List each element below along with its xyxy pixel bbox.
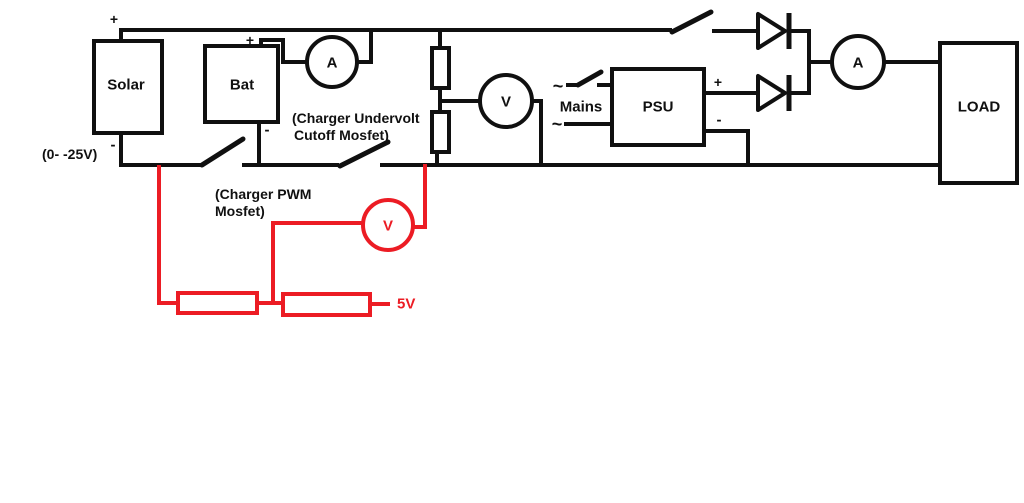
psu-negative-wire	[704, 129, 750, 165]
pwm-sense-wire	[271, 221, 364, 305]
psu-minus-label: -	[717, 112, 722, 129]
battery-plus-label: +	[246, 32, 254, 48]
divider-voltmeter	[478, 73, 534, 129]
pwm-annotation-line1: (Charger PWM	[215, 186, 311, 202]
undervolt-annotation-line2: Cutoff Mosfet)	[294, 127, 389, 143]
solar-box	[92, 39, 164, 135]
battery-ammeter-output-wire	[356, 30, 373, 64]
voltmeter-return-wire	[531, 99, 543, 165]
battery-ammeter-label: A	[327, 55, 338, 72]
pwm-ground-wire	[157, 165, 180, 305]
load-ammeter-label: A	[853, 55, 864, 72]
output-switch-blade	[669, 9, 714, 35]
charger-pwm-mosfet-switch-blade	[199, 136, 246, 168]
divider-resistor-top	[430, 46, 451, 90]
battery-diode	[756, 12, 787, 50]
battery-minus-label: -	[265, 122, 270, 139]
battery-box	[203, 44, 280, 124]
psu-box	[610, 67, 706, 147]
charger-undervolt-switch-blade	[337, 139, 391, 169]
mains-switch-blade	[575, 69, 604, 88]
solar-label: Solar	[107, 77, 145, 94]
undervolt-annotation-line1: (Charger Undervolt	[292, 110, 420, 126]
load-label: LOAD	[958, 99, 1001, 116]
divider-voltmeter-label: V	[501, 94, 511, 111]
mains-ac-top-symbol: ~	[553, 76, 564, 96]
battery-positive-wire	[259, 38, 308, 64]
mains-label: Mains	[560, 99, 603, 116]
psu-label: PSU	[643, 99, 674, 116]
load-box	[938, 41, 1019, 185]
pwm-voltmeter-label: V	[383, 218, 393, 235]
mains-ac-bottom-symbol: ~	[552, 114, 563, 134]
pwm-5v-label: 5V	[397, 296, 415, 313]
battery-ammeter	[305, 35, 359, 89]
divider-resistor-bottom	[430, 110, 451, 154]
solar-plus-label: +	[110, 11, 118, 27]
solar-voltage-range-note: (0- -25V)	[42, 146, 97, 162]
pwm-resistor-1	[176, 291, 259, 315]
battery-label: Bat	[230, 77, 254, 94]
psu-plus-label: +	[714, 74, 722, 90]
psu-diode	[756, 74, 787, 112]
solar-minus-label: -	[111, 137, 116, 154]
pwm-annotation-line2: Mosfet)	[215, 203, 265, 219]
pwm-resistor-2	[281, 292, 372, 317]
pwm-voltmeter-return-wire	[412, 164, 427, 229]
